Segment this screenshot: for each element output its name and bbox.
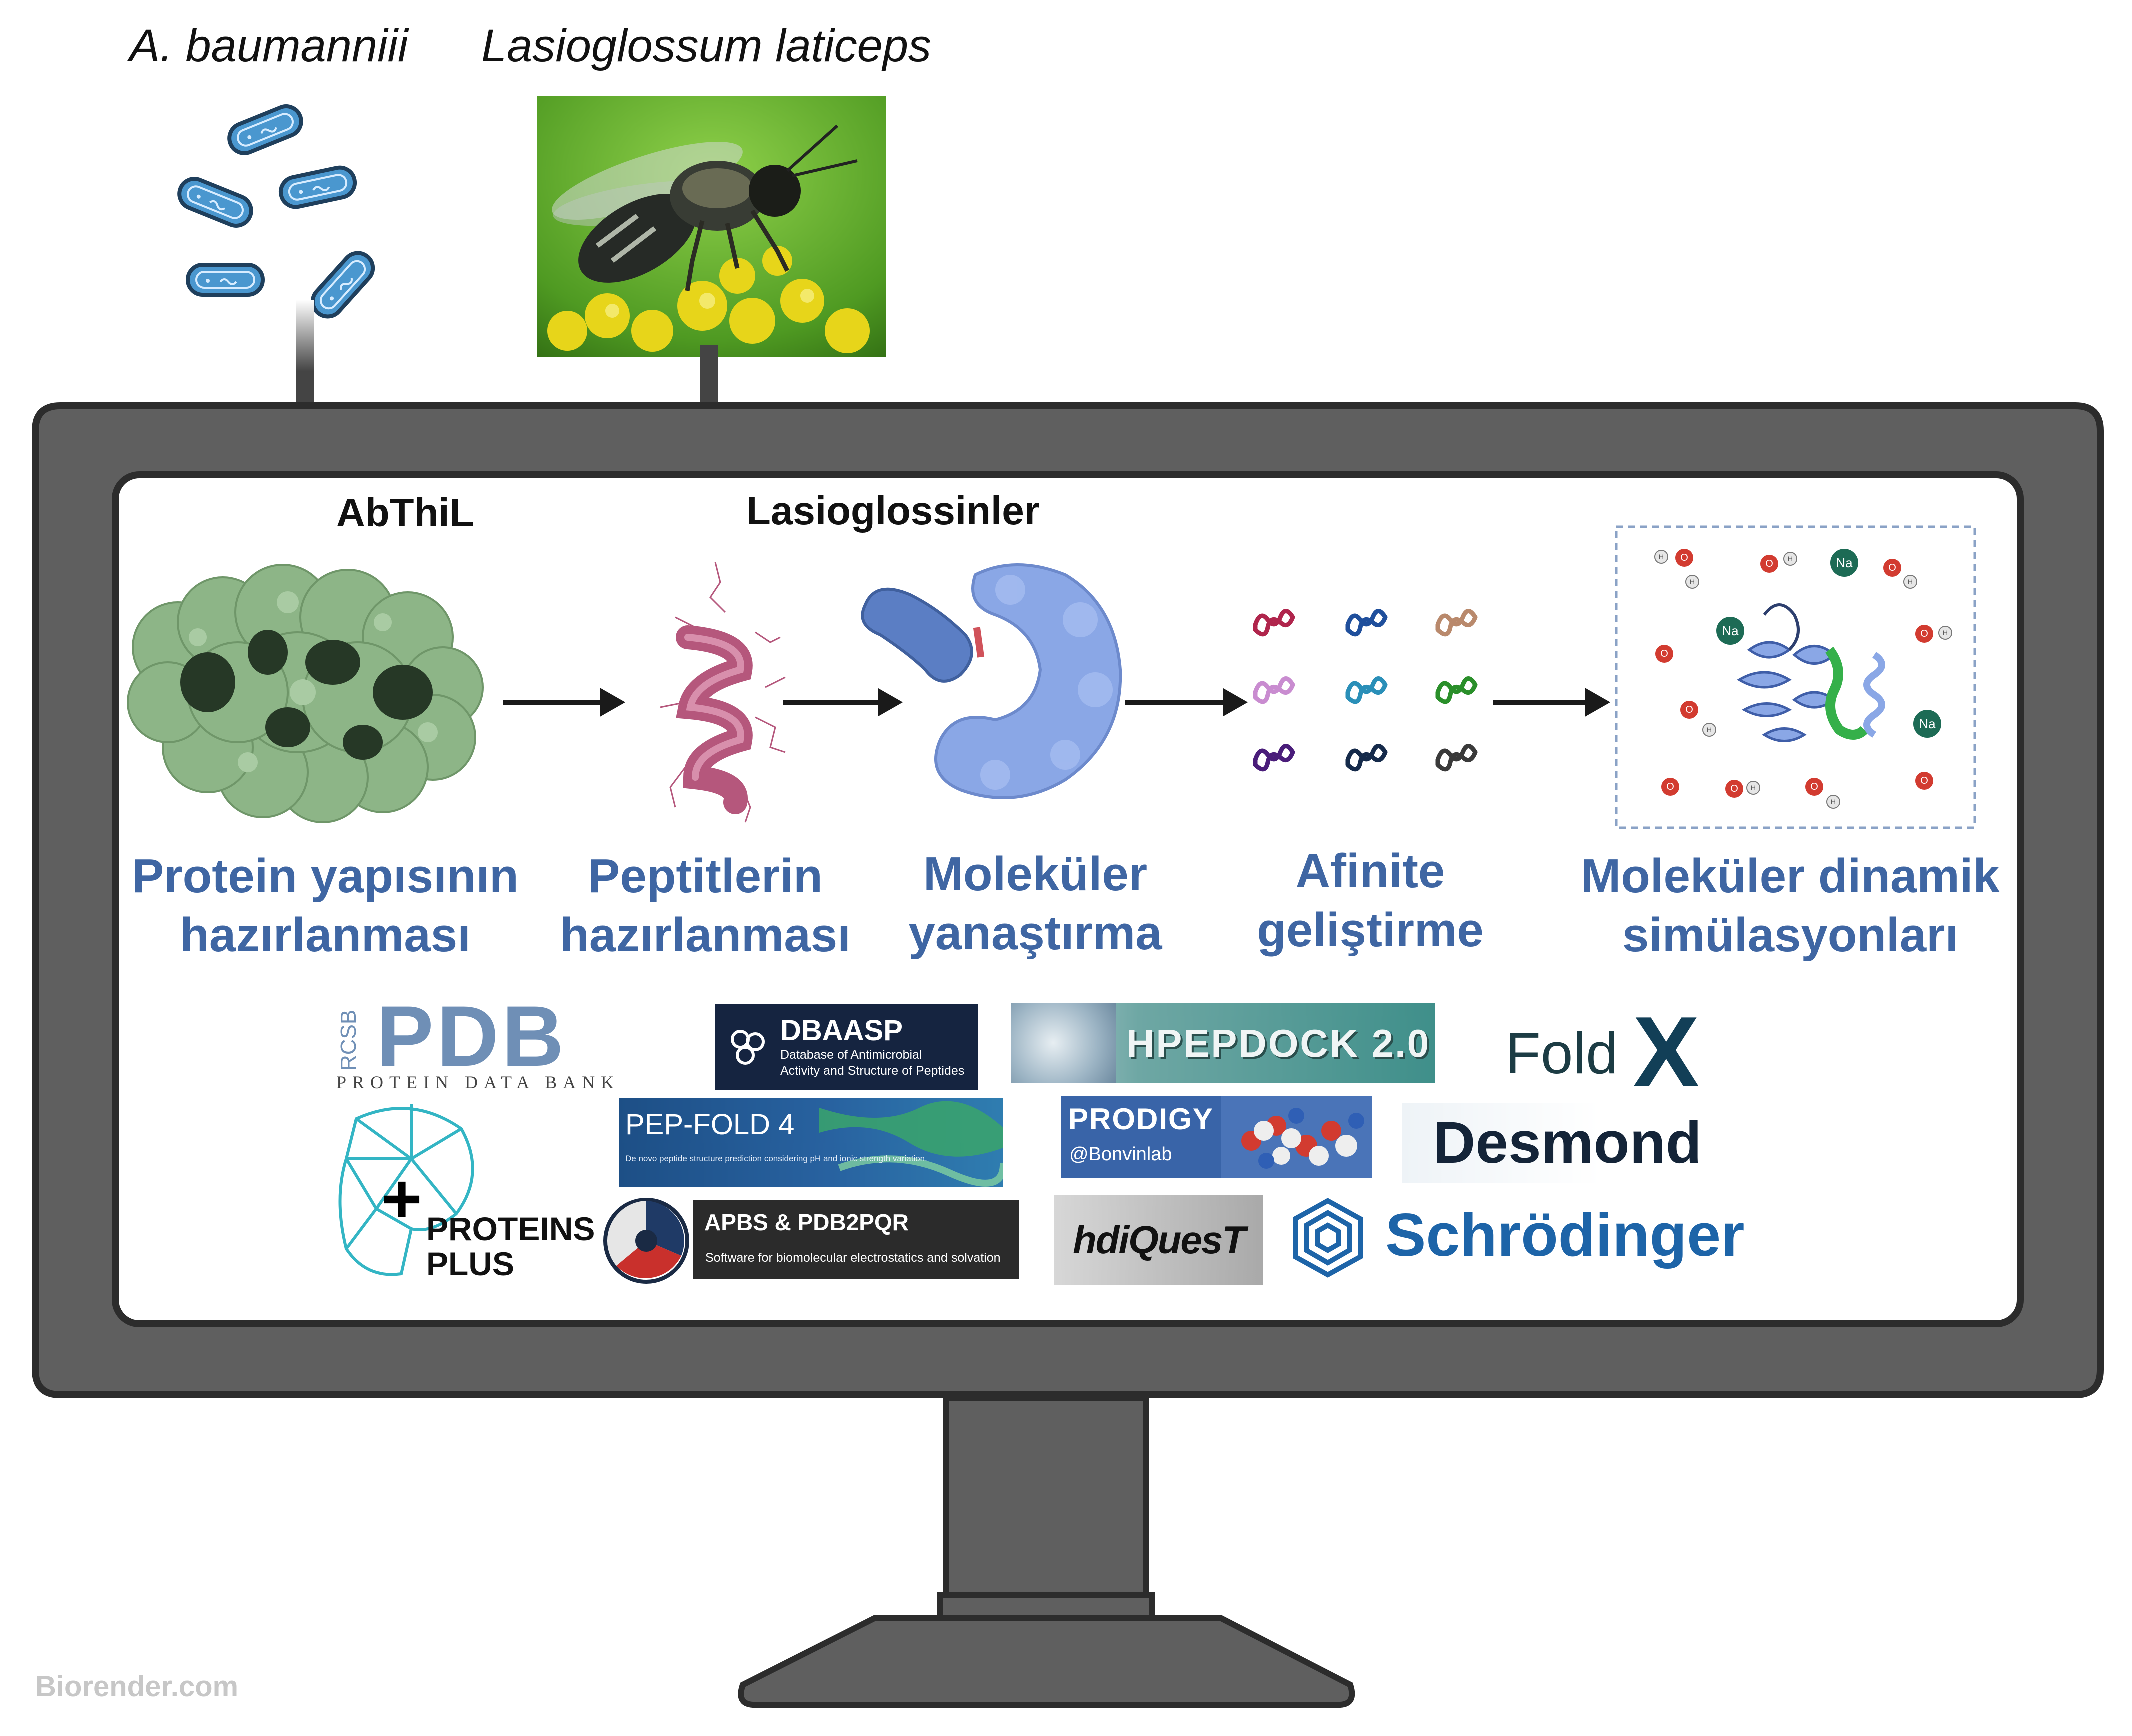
pepfold-title: PEP-FOLD 4: [625, 1108, 795, 1141]
step-label-line: Protein yapısının: [132, 850, 519, 903]
sodium-ion: Na: [1913, 710, 1941, 738]
step-peptide-preparation: Peptitlerin hazırlanması: [520, 847, 890, 965]
logo-dbaasp: DBAASP Database of Antimicrobial Activit…: [715, 1004, 978, 1090]
apbs-subtitle: Software for biomolecular electrostatics…: [705, 1251, 1001, 1265]
water-hydrogen: H: [1746, 781, 1760, 795]
pepfold-subtitle: De novo peptide structure prediction con…: [625, 1154, 927, 1164]
water-hydrogen: H: [1702, 723, 1716, 737]
dbaasp-sub1: Database of Antimicrobial: [780, 1048, 922, 1062]
affinity-peptide-variants: [1245, 600, 1485, 790]
water-oxygen: O: [1915, 625, 1933, 643]
logo-schrodinger: Schrödinger: [1290, 1195, 1745, 1280]
hpepdock-title: HPEPDOCK 2.0: [1126, 1022, 1431, 1066]
water-oxygen: O: [1805, 778, 1823, 796]
dbaasp-sub2: Activity and Structure of Peptides: [780, 1064, 965, 1078]
protein-surface-structure: [127, 564, 484, 824]
logo-haddock: hdiQuesT: [1054, 1195, 1263, 1285]
step-label-line: hazırlanması: [560, 908, 851, 962]
haddock-title: hdiQuesT: [1073, 1218, 1246, 1262]
logo-rcsb-pdb: RCSB PDB PROTEIN DATA BANK: [336, 994, 656, 1093]
logo-foldx: Fold X: [1505, 996, 1720, 1108]
schrodinger-hexagon-icon: [1293, 1198, 1363, 1278]
hpepdock-structure-image: [1011, 1003, 1116, 1083]
water-hydrogen: H: [1783, 552, 1797, 566]
pepfold-strand-image: [819, 1101, 1003, 1187]
water-oxygen: O: [1725, 780, 1743, 798]
foldx-x-mark: X: [1633, 996, 1700, 1108]
step-label-line: Afinite: [1295, 844, 1445, 898]
bacteria-name: A. baumanniii: [129, 20, 408, 72]
step-label-line: simülasyonları: [1622, 908, 1959, 962]
apbs-icon: [603, 1198, 689, 1284]
logo-apbs-pdb2pqr: APBS & PDB2PQR Software for biomolecular…: [693, 1200, 1019, 1279]
foldx-text: Fold: [1505, 1021, 1618, 1086]
logo-hpepdock: HPEPDOCK 2.0: [1011, 1003, 1435, 1083]
rcsb-text: RCSB: [336, 1010, 361, 1071]
water-oxygen: O: [1915, 772, 1933, 790]
water-hydrogen: H: [1826, 795, 1840, 809]
proteinsplus-mesh-icon: [338, 1104, 474, 1276]
pdb-subtitle: PROTEIN DATA BANK: [336, 1072, 620, 1092]
bee-name: Lasioglossum laticeps: [481, 20, 932, 72]
water-hydrogen: H: [1938, 626, 1952, 640]
plus-icon: +: [381, 1160, 422, 1238]
step-label-line: hazırlanması: [180, 908, 471, 962]
step-label-line: Moleküler dinamik: [1581, 850, 2000, 903]
protein-input-label: AbThiL: [336, 490, 474, 535]
water-oxygen: O: [1883, 559, 1901, 577]
sodium-ion: Na: [1830, 549, 1858, 577]
step-label-line: Peptitlerin: [588, 850, 823, 903]
pdb-text: PDB: [376, 988, 567, 1084]
water-oxygen: O: [1760, 555, 1778, 573]
water-hydrogen: H: [1685, 575, 1699, 589]
water-hydrogen: H: [1654, 550, 1668, 564]
schrodinger-title: Schrödinger: [1385, 1201, 1745, 1269]
step-label-line: Moleküler: [923, 848, 1148, 901]
water-oxygen: O: [1675, 549, 1693, 567]
desmond-title: Desmond: [1433, 1110, 1702, 1176]
step-protein-preparation: Protein yapısının hazırlanması: [120, 847, 530, 965]
sodium-ion: Na: [1716, 617, 1744, 645]
water-oxygen: O: [1680, 701, 1698, 719]
bee-photo: [537, 96, 886, 358]
water-oxygen: O: [1655, 645, 1673, 663]
step-molecular-docking: Moleküler yanaştırma: [850, 845, 1220, 963]
proteinsplus-line1: PROTEINS: [426, 1210, 595, 1248]
watermark: Biorender.com: [35, 1670, 239, 1703]
prodigy-structure-image: [1221, 1096, 1372, 1178]
step-md-simulations: Moleküler dinamik simülasyonları: [1560, 847, 2020, 965]
step-label-line: yanaştırma: [908, 906, 1162, 960]
prodigy-subtitle: @Bonvinlab: [1069, 1144, 1172, 1165]
logo-proteinsplus: + PROTEINS PLUS: [336, 1099, 596, 1284]
water-hydrogen: H: [1903, 575, 1917, 589]
proteinsplus-line2: PLUS: [426, 1246, 515, 1282]
peptide-input-label: Lasioglossinler: [746, 488, 1040, 533]
prodigy-title: PRODIGY: [1068, 1102, 1214, 1136]
step-label-line: geliştirme: [1257, 904, 1484, 957]
logo-prodigy: PRODIGY @Bonvinlab: [1061, 1096, 1372, 1178]
step-affinity-maturation: Afinite geliştirme: [1200, 842, 1540, 960]
logo-pepfold4: PEP-FOLD 4 De novo peptide structure pre…: [619, 1098, 1003, 1187]
logo-desmond: Desmond: [1402, 1103, 1732, 1183]
dbaasp-icon: [731, 1030, 765, 1065]
docking-illustration: [861, 564, 1122, 800]
peptide-helix-structure: [660, 562, 786, 823]
dbaasp-title: DBAASP: [780, 1014, 903, 1047]
water-oxygen: O: [1661, 778, 1679, 796]
apbs-title: APBS & PDB2PQR: [704, 1210, 909, 1236]
